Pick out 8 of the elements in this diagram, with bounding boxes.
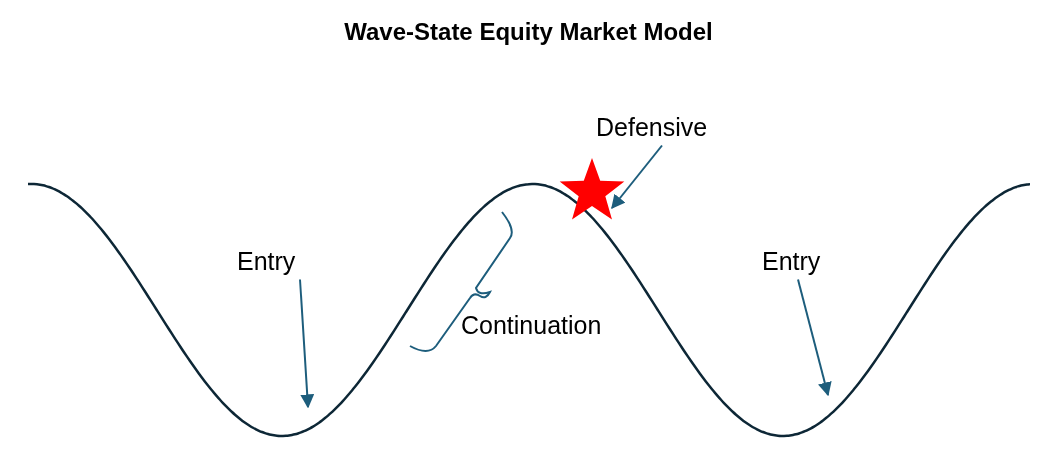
leader-arrow (797, 278, 832, 397)
leader-arrow (299, 278, 315, 409)
callout-label: Defensive (596, 114, 708, 142)
leader-arrow (611, 144, 663, 210)
text-label: Continuation (461, 312, 602, 340)
callout-label: Entry (237, 248, 296, 276)
title: Wave-State Equity Market Model (343, 18, 714, 46)
callout-label: Entry (762, 248, 821, 276)
